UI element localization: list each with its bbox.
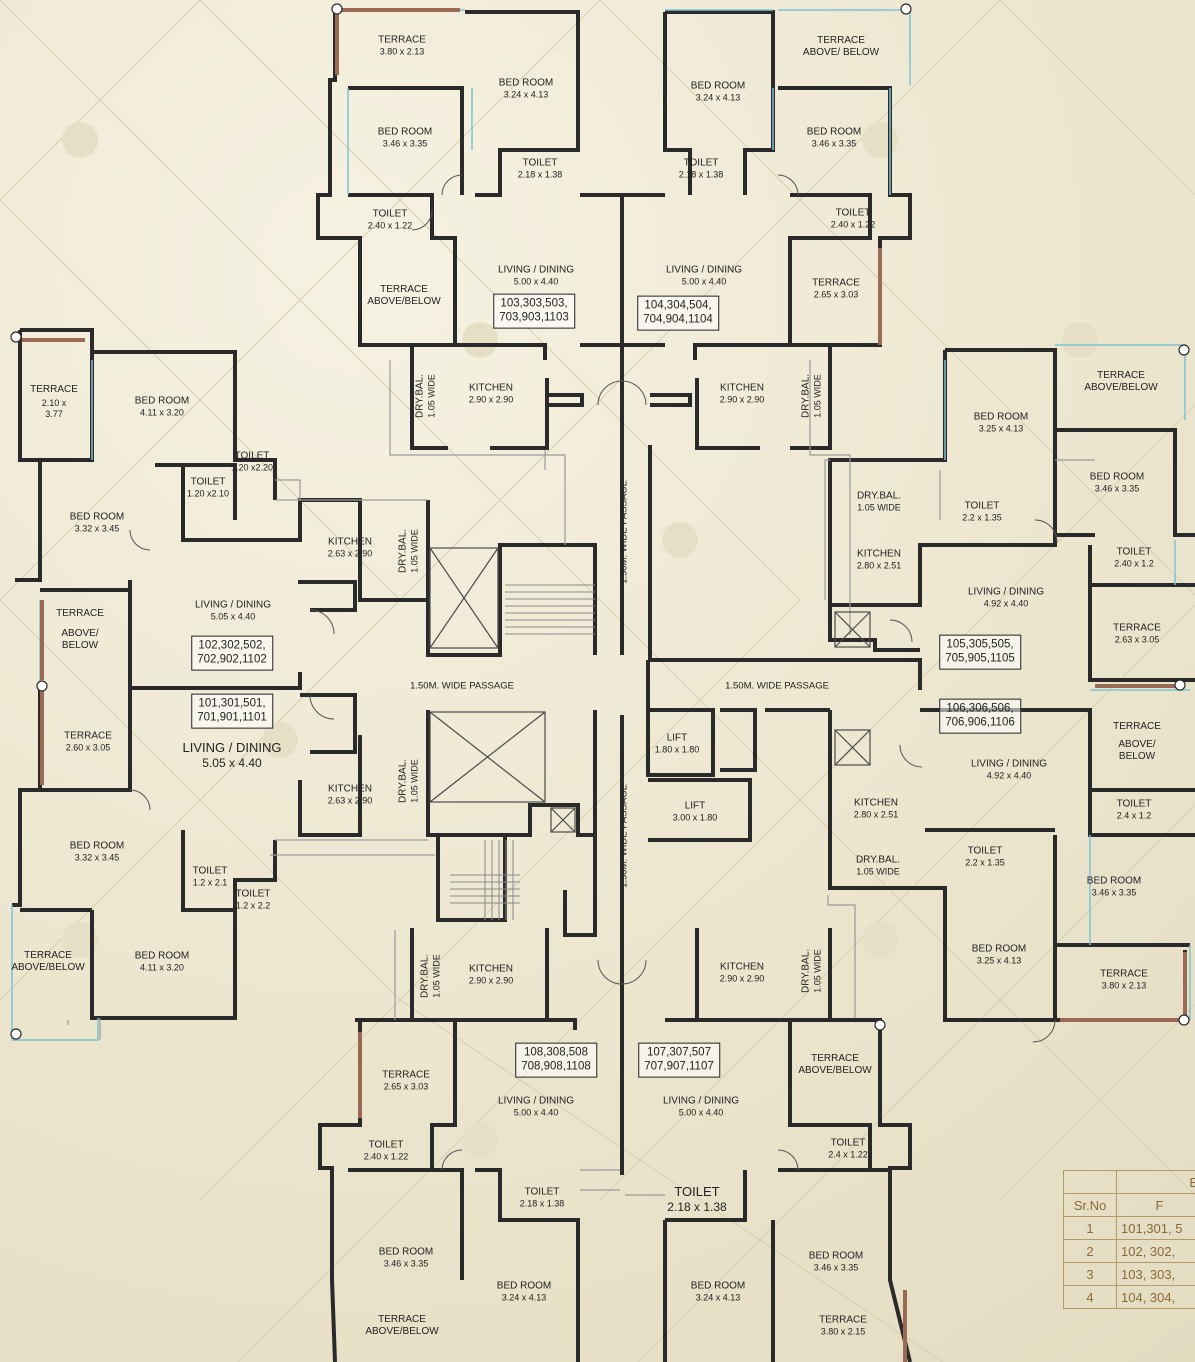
flat-number-box: 103,303,503,703,903,1103: [493, 293, 575, 329]
table-title: E: [1116, 1170, 1195, 1194]
flat-number-box: 106,306,506,706,906,1106: [939, 698, 1021, 734]
flat-number-box: 104,304,504,704,904,1104: [637, 295, 719, 331]
dry-balcony-label: DRY.BAL.1.05 WIDE: [856, 490, 902, 513]
passage-label: 1.50M. WIDE PASSAGE: [410, 680, 514, 692]
table-header-flats: F: [1116, 1193, 1195, 1217]
passage-label: 1.50M. WIDE PASSAGE: [725, 680, 829, 692]
table-header-srno: Sr.No: [1063, 1193, 1117, 1217]
flat-number-box: 101,301,501,701,901,1101: [191, 693, 273, 729]
flat-number-box: 102,302,502,702,902,1102: [191, 635, 273, 671]
dry-balcony-label: DRY.BAL.1.05 WIDE: [855, 854, 901, 877]
flat-number-box: 105,305,505,705,905,1105: [939, 634, 1021, 670]
